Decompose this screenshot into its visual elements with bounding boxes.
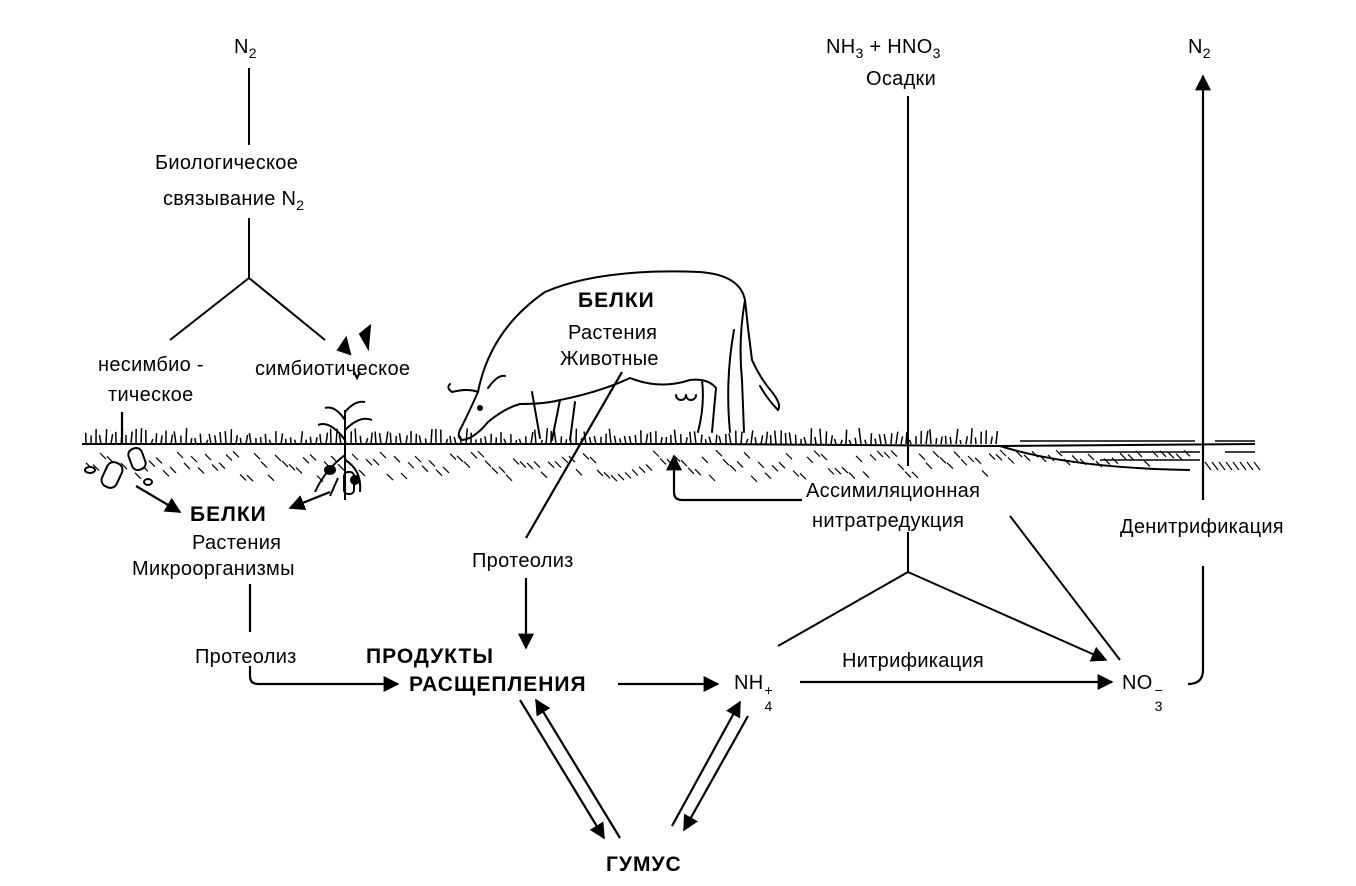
- assimilation-line2: нитратредукция: [812, 510, 965, 532]
- cow-illustration: [447, 270, 781, 441]
- n2-right-label: N2: [1188, 36, 1211, 61]
- soil-hatching: [85, 449, 1261, 483]
- products-humus-arrows: [519, 698, 621, 840]
- proteolysis-left-arrow: [248, 584, 400, 692]
- precipitation-label: Осадки: [866, 68, 937, 90]
- assimilation-line1: Ассимиляционная: [806, 480, 981, 502]
- products-line2: РАСЩЕПЛЕНИЯ: [409, 673, 587, 696]
- proteins-left-microbes: Микроорганизмы: [132, 558, 295, 580]
- proteolysis-left-label: Протеолиз: [195, 646, 297, 668]
- symbiotic-label: симбиотическое: [255, 358, 411, 380]
- nitrate-label: NO−3: [1122, 672, 1164, 714]
- products-line1: ПРОДУКТЫ: [366, 645, 494, 668]
- proteins-cow-title: БЕЛКИ: [578, 289, 655, 312]
- precipitation-formula: NH3 + HNO3: [826, 36, 941, 61]
- legume-plant-icon: [314, 323, 373, 500]
- nitrification-label: Нитрификация: [842, 650, 985, 672]
- proteolysis-mid-arrow: [518, 371, 623, 650]
- ammonium-label: NH+4: [734, 672, 773, 714]
- proteins-cow-plants: Растения: [568, 322, 658, 344]
- proteins-cow-animals: Животные: [560, 348, 659, 370]
- humus-label: ГУМУС: [606, 853, 682, 876]
- nonsymbiotic-line1: несимбио -: [98, 354, 204, 376]
- nitrification-branch: [777, 532, 1108, 662]
- proteolysis-mid-label: Протеолиз: [472, 550, 574, 572]
- water-surface: [1020, 440, 1255, 461]
- n2-top-label: N2: [234, 36, 257, 61]
- nitrate-to-assim-line: [1009, 515, 1121, 661]
- proteins-left-title: БЕЛКИ: [190, 503, 267, 526]
- denitrification-label: Денитрификация: [1120, 516, 1284, 538]
- bio-fixation-line1: Биологическое: [155, 152, 299, 174]
- bacteria-icon: [84, 446, 153, 489]
- bio-fixation-line2: связывание N2: [163, 188, 305, 213]
- ammonium-humus-arrows: [671, 700, 749, 832]
- proteins-left-plants: Растения: [192, 532, 282, 554]
- denitrification-arrow: [1187, 74, 1211, 686]
- ground-line: [82, 443, 1256, 471]
- fixation-arrows: [120, 412, 331, 513]
- grass: [85, 427, 999, 445]
- assimilation-arrow: [666, 454, 802, 502]
- nonsymbiotic-line2: тическое: [108, 384, 194, 406]
- biofixation-branch: [169, 68, 326, 341]
